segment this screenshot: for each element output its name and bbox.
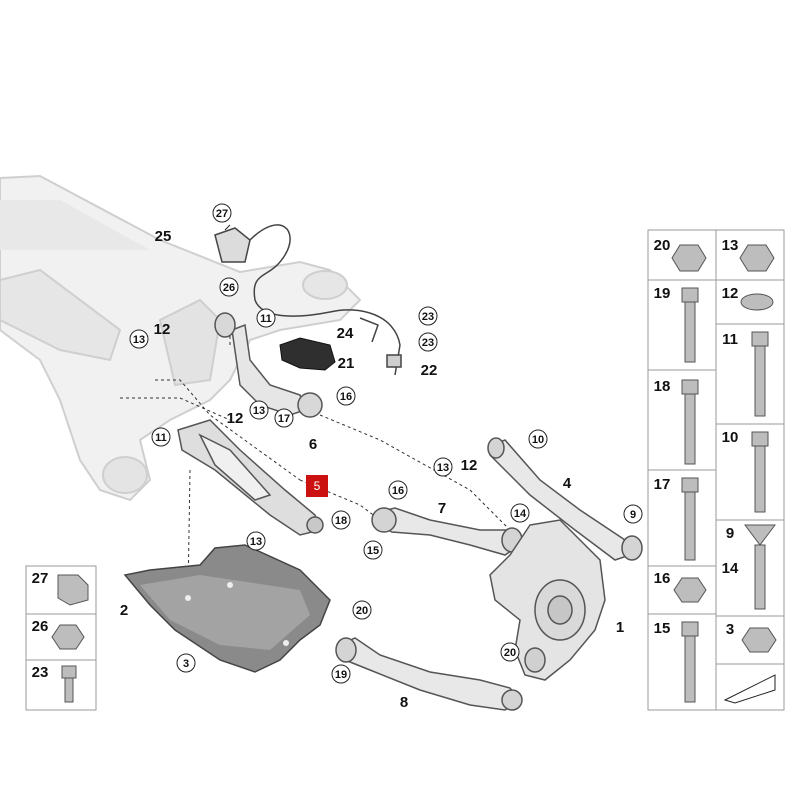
callout-16a: 16 — [340, 391, 352, 403]
svg-text:17: 17 — [654, 476, 671, 493]
callout-3: 3 — [183, 658, 189, 670]
callout-13c: 13 — [437, 462, 449, 474]
hardware-icons-left — [51, 574, 89, 703]
callout-12a: 12 — [154, 321, 171, 338]
callout-10: 10 — [532, 434, 544, 446]
callout-18a: 18 — [335, 515, 347, 527]
parts-panel-right — [647, 229, 785, 711]
callout-27: 27 — [216, 208, 228, 220]
callout-12b: 12 — [227, 410, 244, 427]
flange-nut-icon — [741, 627, 777, 653]
parts-panel-left-labels: 27 26 23 — [32, 570, 49, 681]
svg-text:11: 11 — [722, 331, 738, 348]
callouts — [129, 203, 643, 684]
callout-11a: 11 — [260, 313, 272, 325]
callout-14a: 14 — [514, 508, 527, 520]
svg-text:20: 20 — [654, 237, 671, 254]
flange-nut-icon — [673, 577, 707, 603]
callout-20a: 20 — [356, 605, 368, 617]
callout-26: 26 — [223, 282, 235, 294]
callout-1: 1 — [616, 619, 624, 636]
svg-text:16: 16 — [654, 570, 671, 587]
cable-clip-icon — [57, 574, 89, 606]
hex-bolt-icon — [751, 431, 769, 513]
hex-bolt-icon — [681, 379, 699, 465]
callout-19a: 19 — [335, 669, 347, 681]
callout-13a: 13 — [133, 334, 145, 346]
screw-icon — [61, 665, 77, 703]
callout-5: 5 — [314, 479, 321, 493]
callout-23b: 23 — [422, 337, 434, 349]
svg-text:19: 19 — [654, 285, 671, 302]
callout-2: 2 — [120, 602, 128, 619]
callout-17: 17 — [278, 413, 290, 425]
hex-bolt-icon — [751, 331, 769, 417]
callout-22: 22 — [421, 362, 438, 379]
svg-text:3: 3 — [726, 621, 734, 638]
wheel-carrier — [489, 519, 606, 681]
upper-control-arm — [214, 312, 323, 418]
underbody-shield — [123, 544, 331, 673]
svg-text:18: 18 — [654, 378, 671, 395]
callout-20b: 20 — [504, 647, 516, 659]
callout-4: 4 — [563, 475, 572, 492]
rear-subframe — [0, 174, 362, 502]
callout-5-highlight[interactable]: 5 — [306, 475, 328, 497]
callout-21: 21 — [338, 355, 355, 372]
parts-panel-left — [25, 565, 97, 711]
hardware-icons-right — [671, 244, 777, 704]
svg-text:14: 14 — [722, 560, 739, 577]
svg-text:27: 27 — [32, 570, 49, 587]
callout-24: 24 — [337, 325, 354, 342]
callout-16b: 16 — [392, 485, 404, 497]
svg-text:12: 12 — [722, 285, 739, 302]
svg-text:26: 26 — [32, 618, 49, 635]
callout-labels: 27 25 26 12 11 13 23 24 23 21 22 16 17 6… — [120, 208, 636, 711]
svg-text:10: 10 — [722, 429, 739, 446]
control-arm-8 — [335, 637, 523, 711]
callout-13d: 13 — [250, 536, 262, 548]
callout-7: 7 — [438, 500, 446, 517]
bracket-21 — [279, 337, 336, 371]
self-locking-nut-icon — [739, 244, 775, 272]
callout-15a: 15 — [367, 545, 379, 557]
svg-text:15: 15 — [654, 620, 671, 637]
hex-bolt-icon — [681, 621, 699, 703]
flange-nut-icon — [671, 244, 707, 272]
parts-panel-right-labels: 20 13 19 12 11 18 10 17 9 14 16 15 3 — [654, 237, 739, 638]
svg-text:9: 9 — [726, 525, 734, 542]
hex-bolt-icon — [681, 287, 699, 363]
callout-11b: 11 — [155, 432, 167, 444]
eccentric-bolt-icon — [744, 524, 776, 610]
svg-text:13: 13 — [722, 237, 739, 254]
ride-height-sensor — [214, 224, 402, 376]
washer-icon — [740, 293, 774, 311]
callout-13b: 13 — [253, 405, 265, 417]
callout-8: 8 — [400, 694, 408, 711]
hex-bolt-icon — [681, 477, 699, 561]
callout-12c: 12 — [461, 457, 478, 474]
svg-text:23: 23 — [32, 664, 49, 681]
callout-25: 25 — [155, 228, 172, 245]
callout-9: 9 — [630, 509, 636, 521]
hex-nut-icon — [51, 624, 85, 650]
callout-6: 6 — [309, 436, 317, 453]
arrow-icon — [723, 674, 776, 704]
control-arm-7 — [371, 507, 523, 556]
callout-23a: 23 — [422, 311, 434, 323]
trailing-plate-5 — [177, 419, 324, 536]
control-arm-4 — [487, 437, 643, 561]
